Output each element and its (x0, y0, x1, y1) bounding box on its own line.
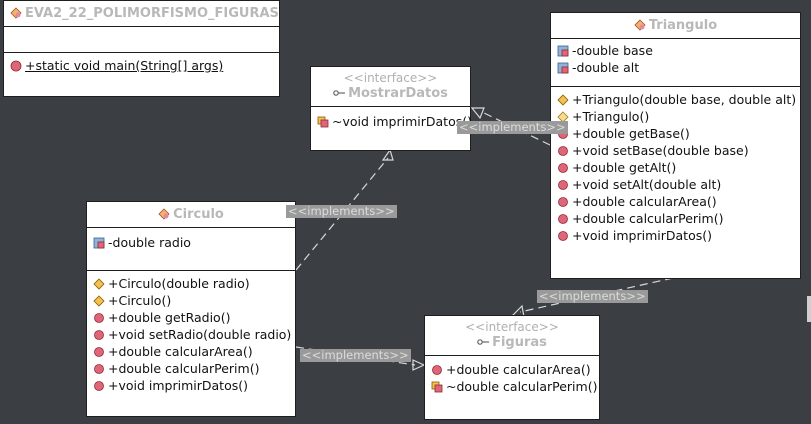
method-row: ~double calcularPerim() (431, 378, 599, 395)
method-row: +void setAlt(double alt) (557, 176, 800, 193)
stereotype-label: <<interface>> (343, 71, 438, 85)
method-row: +void imprimirDatos() (93, 377, 295, 394)
public-method-icon (557, 179, 569, 191)
method-row: +double getRadio() (93, 309, 295, 326)
attribute-row: -double alt (557, 59, 800, 76)
constructor-icon (93, 278, 105, 290)
class-icon (634, 19, 646, 31)
interface-figuras-methods: +double calcularArea() ~double calcularP… (425, 355, 599, 399)
class-circulo[interactable]: Circulo -double radio +Circulo(double ra… (86, 201, 296, 417)
constructor-icon (93, 295, 105, 307)
constructor-icon (557, 94, 569, 106)
class-icon (10, 7, 22, 19)
class-triangulo-name: Triangulo (648, 18, 718, 33)
arrowhead-mostrar-right (470, 107, 485, 120)
method-row: +double calcularArea() (557, 193, 800, 210)
class-main[interactable]: EVA2_22_POLIMORFISMO_FIGURAS +static voi… (3, 0, 280, 97)
public-method-icon (557, 196, 569, 208)
interface-mostrardatos[interactable]: <<interface>> MostrarDatos ~void imprimi… (310, 66, 472, 151)
public-method-icon (93, 346, 105, 358)
class-circulo-attributes: -double radio (87, 227, 295, 270)
method-row: +double getAlt() (557, 159, 800, 176)
method-row: ~void imprimirDatos() (317, 113, 472, 130)
interface-mostrardatos-methods: ~void imprimirDatos() (311, 106, 472, 134)
package-method-icon (431, 381, 443, 393)
method-row: +double getBase() (557, 125, 800, 142)
method-row: +Triangulo(double base, double alt) (557, 91, 800, 108)
private-field-icon (557, 45, 569, 57)
interface-mostrardatos-header: <<interface>> MostrarDatos (311, 67, 470, 106)
public-method-icon (557, 230, 569, 242)
public-method-icon (557, 145, 569, 157)
private-field-icon (93, 237, 105, 249)
class-triangulo[interactable]: Triangulo -double base -double alt +Tria… (550, 12, 801, 279)
class-circulo-header: Circulo (87, 202, 295, 227)
public-method-icon (93, 363, 105, 375)
method-row: +double calcularArea() (431, 361, 599, 378)
method-row: +double calcularPerim() (93, 360, 295, 377)
method-row: +void imprimirDatos() (557, 227, 800, 244)
class-triangulo-header: Triangulo (551, 13, 800, 38)
method-row: +double calcularPerim() (557, 210, 800, 227)
class-circulo-methods: +Circulo(double radio) +Circulo() +doubl… (87, 270, 295, 398)
interface-icon (477, 336, 490, 348)
public-method-icon (557, 213, 569, 225)
method-row: +void setRadio(double radio) (93, 326, 295, 343)
public-method-icon (93, 312, 105, 324)
method-row: +static void main(String[] args) (10, 57, 279, 74)
class-main-header: EVA2_22_POLIMORFISMO_FIGURAS (4, 1, 279, 26)
class-triangulo-methods: +Triangulo(double base, double alt) +Tri… (551, 86, 800, 248)
public-method-icon (93, 380, 105, 392)
private-field-icon (557, 62, 569, 74)
implements-label-circulo-mostrar: <<implements>> (286, 204, 397, 218)
implements-label-triangulo-mostrar: <<implements>> (457, 120, 568, 134)
scrollbar-edge[interactable] (807, 296, 811, 322)
method-row: +Triangulo() (557, 108, 800, 125)
arrowhead-mostrar-bottom (381, 148, 394, 161)
stereotype-label: <<interface>> (465, 320, 559, 334)
public-method-icon (93, 329, 105, 341)
public-method-icon (557, 162, 569, 174)
interface-mostrardatos-name: MostrarDatos (348, 86, 448, 101)
interface-icon (333, 87, 346, 99)
attribute-row: -double base (557, 42, 800, 59)
class-main-methods: +static void main(String[] args) (4, 52, 279, 78)
interface-figuras-name: Figuras (492, 335, 547, 350)
interface-figuras[interactable]: <<interface>> Figuras +double calcularAr… (424, 315, 600, 420)
class-icon (158, 208, 170, 220)
interface-figuras-header: <<interface>> Figuras (425, 316, 599, 355)
method-row: +Circulo() (93, 292, 295, 309)
package-method-icon (317, 116, 329, 128)
method-row: +Circulo(double radio) (93, 275, 295, 292)
public-method-icon (431, 364, 443, 376)
arrowhead-figuras-left (412, 359, 426, 371)
class-main-attributes (4, 26, 279, 52)
attribute-row: -double radio (93, 234, 295, 251)
implements-label-triangulo-figuras: <<implements>> (537, 289, 648, 303)
method-row: +double calcularArea() (93, 343, 295, 360)
public-method-icon (10, 60, 22, 72)
method-row: +void setBase(double base) (557, 142, 800, 159)
class-triangulo-attributes: -double base -double alt (551, 38, 800, 86)
class-main-name: EVA2_22_POLIMORFISMO_FIGURAS (25, 6, 279, 21)
implements-label-circulo-figuras: <<implements>> (300, 348, 411, 362)
class-circulo-name: Circulo (173, 207, 224, 222)
